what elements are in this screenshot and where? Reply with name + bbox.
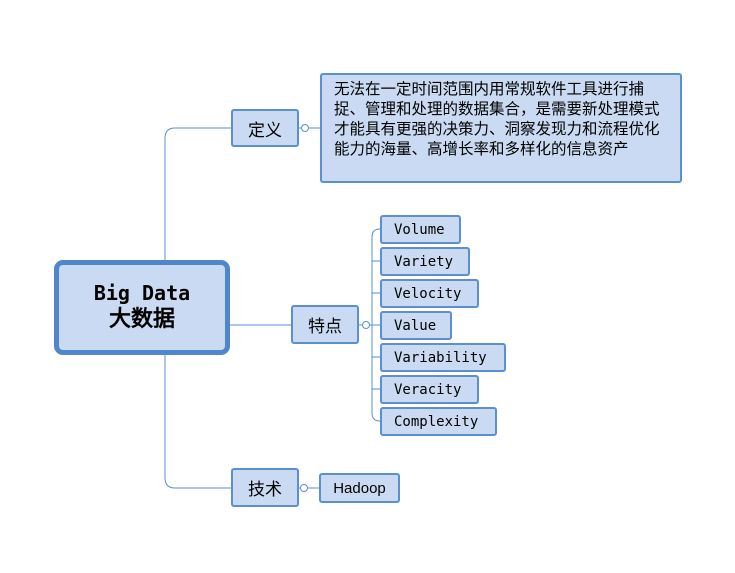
feature-variety[interactable]: Variety: [380, 247, 470, 276]
feature-complexity-label: Complexity: [394, 413, 479, 430]
branch-technology-label: 技术: [248, 480, 282, 500]
collapse-toggle-icon[interactable]: [301, 124, 309, 132]
feature-velocity-label: Velocity: [394, 285, 462, 302]
tech-hadoop[interactable]: Hadoop: [319, 473, 400, 503]
link-root-technology: [164, 355, 231, 489]
tech-hadoop-label: Hadoop: [333, 479, 386, 497]
feature-value-label: Value: [394, 317, 437, 334]
collapse-toggle-icon[interactable]: [300, 484, 308, 492]
branch-features[interactable]: 特点: [291, 305, 359, 344]
root-node[interactable]: Big Data 大数据: [54, 260, 230, 355]
link-feature-volume: [371, 228, 381, 238]
feature-veracity-label: Veracity: [394, 381, 462, 398]
link-feature-complexity: [371, 412, 381, 422]
feature-variability-label: Variability: [394, 349, 487, 366]
branch-features-label: 特点: [308, 317, 342, 337]
branch-definition-label: 定义: [248, 120, 282, 141]
collapse-toggle-icon[interactable]: [362, 321, 370, 329]
definition-text: 无法在一定时间范围内用常规软件工具进行捕捉、管理和处理的数据集合，是需要新处理模…: [334, 80, 660, 158]
feature-velocity[interactable]: Velocity: [380, 279, 479, 308]
branch-technology[interactable]: 技术: [231, 468, 299, 507]
feature-volume[interactable]: Volume: [380, 215, 461, 244]
feature-variety-label: Variety: [394, 253, 454, 270]
feature-complexity[interactable]: Complexity: [380, 407, 497, 436]
feature-volume-label: Volume: [394, 221, 445, 238]
feature-value[interactable]: Value: [380, 311, 452, 340]
branch-definition[interactable]: 定义: [231, 109, 299, 147]
feature-veracity[interactable]: Veracity: [380, 375, 479, 404]
link-root-definition: [164, 127, 231, 260]
root-title-zh: 大数据: [108, 307, 175, 333]
root-title-en: Big Data: [93, 281, 191, 306]
feature-variability[interactable]: Variability: [380, 343, 506, 372]
definition-description[interactable]: 无法在一定时间范围内用常规软件工具进行捕捉、管理和处理的数据集合，是需要新处理模…: [320, 73, 682, 183]
